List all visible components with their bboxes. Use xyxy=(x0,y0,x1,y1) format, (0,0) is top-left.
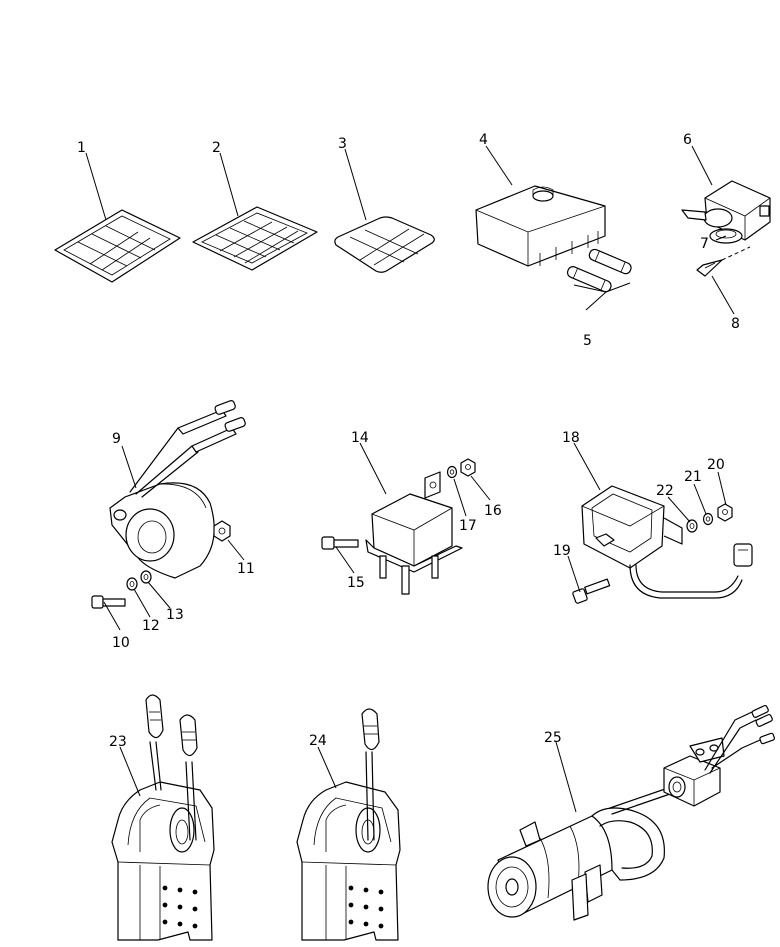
part-24-single-lever-control xyxy=(296,708,401,941)
callout-7: 7 xyxy=(700,236,709,252)
part-3-label-plate xyxy=(334,216,435,273)
callout-12: 12 xyxy=(142,618,160,634)
callout-4: 4 xyxy=(479,132,488,148)
part-4-fuse-box xyxy=(475,185,606,267)
callout-11: 11 xyxy=(237,561,255,577)
part-15-bolt xyxy=(321,536,359,550)
callout-2: 2 xyxy=(212,140,221,156)
callout-22: 22 xyxy=(656,483,674,499)
callout-24: 24 xyxy=(309,733,327,749)
part-10-bolt xyxy=(91,595,126,609)
callout-1: 1 xyxy=(77,140,86,156)
part-11-nut xyxy=(213,520,231,542)
callout-17: 17 xyxy=(459,518,477,534)
callout-labels: 1 2 3 4 5 6 7 8 9 10 11 12 13 14 15 16 1… xyxy=(77,132,740,750)
callout-9: 9 xyxy=(112,431,121,447)
part-17-washer xyxy=(446,465,458,479)
callout-3: 3 xyxy=(338,136,347,152)
part-22-washer xyxy=(686,519,698,533)
part-14-relay xyxy=(365,471,463,595)
part-16-nut xyxy=(460,458,476,477)
callout-14: 14 xyxy=(351,430,369,446)
callout-19: 19 xyxy=(553,543,571,559)
callout-25: 25 xyxy=(544,730,562,746)
part-23-double-lever-control xyxy=(111,694,215,941)
callout-23: 23 xyxy=(109,734,127,750)
callout-13: 13 xyxy=(166,607,184,623)
callout-18: 18 xyxy=(562,430,580,446)
callout-5: 5 xyxy=(583,333,592,349)
part-18-controller xyxy=(581,485,753,599)
part-5-fuses xyxy=(566,248,632,293)
callout-20: 20 xyxy=(707,457,725,473)
part-2-label-plate xyxy=(192,206,318,271)
callout-21: 21 xyxy=(684,469,702,485)
callout-6: 6 xyxy=(683,132,692,148)
callout-16: 16 xyxy=(484,503,502,519)
part-25-motor-assembly xyxy=(487,704,775,921)
part-12-washer xyxy=(126,577,138,591)
part-9-horn xyxy=(109,400,246,579)
part-6-switch xyxy=(681,180,771,241)
leader-lines xyxy=(85,145,735,813)
part-19-bolt xyxy=(572,578,611,604)
part-20-nut xyxy=(717,503,733,522)
part-13-washer xyxy=(140,570,152,584)
part-1-label-plate xyxy=(54,209,181,283)
part-8-screw xyxy=(696,246,751,277)
callout-8: 8 xyxy=(731,316,740,332)
callout-15: 15 xyxy=(347,575,365,591)
part-21-washer xyxy=(702,512,714,526)
callout-10: 10 xyxy=(112,635,130,651)
